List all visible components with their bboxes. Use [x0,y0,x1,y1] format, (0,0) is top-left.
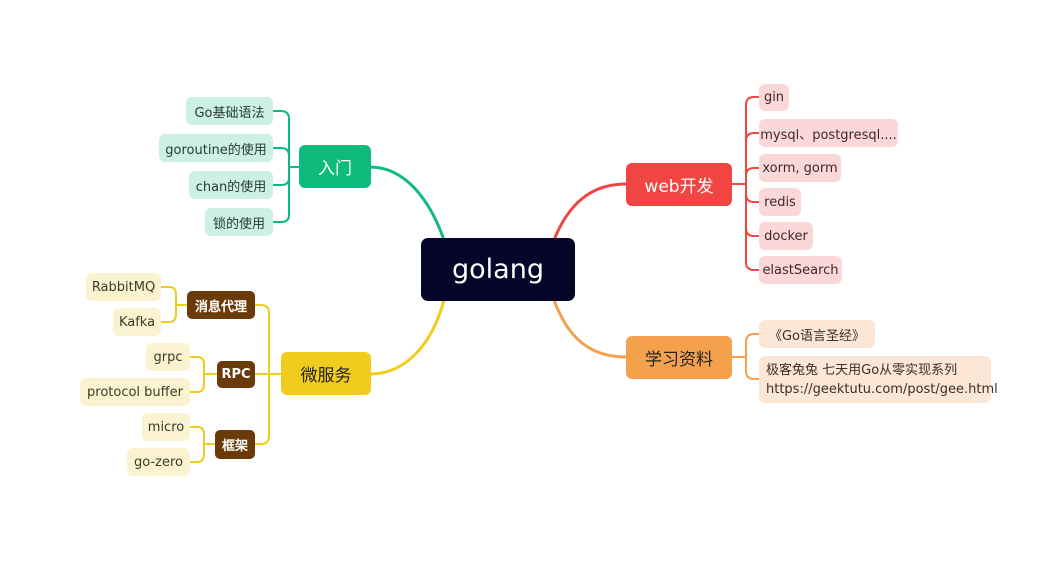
topic-study-materials[interactable]: 学习资料 [626,336,732,379]
leaf-grpc[interactable]: grpc [146,343,190,371]
web-item-elasticsearch[interactable]: elastSearch [759,256,842,284]
root-topic[interactable]: golang [421,238,575,301]
study-item-go-bible[interactable]: 《Go语言圣经》 [759,320,875,348]
link-root-study [552,299,627,359]
leaf-go-zero[interactable]: go-zero [127,448,190,476]
leaf-kafka[interactable]: Kafka [113,308,161,336]
web-item-orm[interactable]: xorm, gorm [759,154,841,182]
intro-item-goroutine[interactable]: goroutine的使用 [159,134,273,162]
link-root-web [552,182,627,241]
topic-web-dev[interactable]: web开发 [626,163,732,206]
topic-microservices[interactable]: 微服务 [281,352,371,395]
links-study [732,333,759,380]
group-framework[interactable]: 框架 [215,430,255,459]
web-item-sql[interactable]: mysql、postgresql.... [759,119,898,147]
web-item-redis[interactable]: redis [759,188,801,216]
geektutu-url: https://geektutu.com/post/gee.html [766,381,998,397]
links-micro [161,286,281,463]
study-item-geektutu[interactable]: 极客兔兔 七天用Go从零实现系列 https://geektutu.com/po… [759,356,998,403]
intro-item-lock[interactable]: 锁的使用 [205,208,273,236]
intro-item-chan[interactable]: chan的使用 [189,171,273,199]
intro-item-go-basics[interactable]: Go基础语法 [186,97,273,125]
link-root-intro [369,165,446,241]
topic-intro[interactable]: 入门 [299,145,371,188]
web-item-docker[interactable]: docker [759,222,813,250]
web-item-gin[interactable]: gin [759,84,789,111]
links-intro [273,110,299,223]
leaf-protocol-buffer[interactable]: protocol buffer [80,378,190,406]
leaf-micro[interactable]: micro [142,413,190,441]
links-web [732,96,759,271]
group-message-broker[interactable]: 消息代理 [187,291,255,319]
geektutu-title: 极客兔兔 七天用Go从零实现系列 [766,362,958,378]
group-rpc[interactable]: RPC [217,361,255,388]
leaf-rabbitmq[interactable]: RabbitMQ [86,273,161,301]
link-root-micro [369,299,446,376]
